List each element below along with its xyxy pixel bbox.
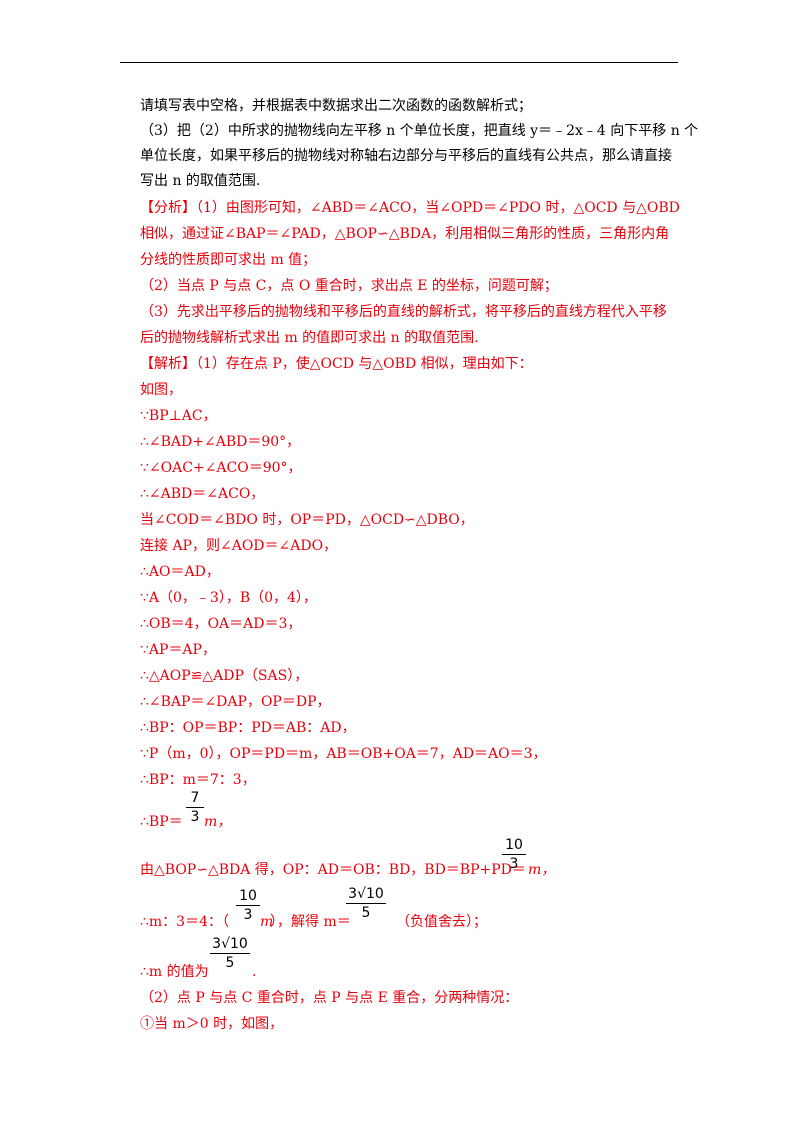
solution-line-17: ∴BP：m＝7：3， <box>140 772 256 788</box>
fraction-3sqrt10-5-b: 3√10 5 <box>210 936 250 971</box>
fraction-bar <box>186 807 204 808</box>
solution-line-12: ∵AP＝AP， <box>140 642 216 658</box>
m-suffix: m， <box>528 862 556 878</box>
fraction-denominator: 5 <box>361 905 371 921</box>
fraction-numerator: 3√10 <box>348 886 384 902</box>
fraction-7-3: 7 3 <box>186 790 204 825</box>
solution-bd-prefix: 由△BOP∽△BDA 得，OP：AD＝OB：BD，BD＝BP+PD＝ <box>140 862 526 878</box>
solution-line-2: 如图， <box>140 382 182 398</box>
solution-line-14: ∴∠BAP＝∠DAP，OP＝DP， <box>140 694 331 710</box>
solution-m-value-prefix: ∴m 的值为 <box>140 964 209 980</box>
fraction-numerator: 7 <box>190 790 200 806</box>
fraction-denominator: 5 <box>225 955 235 971</box>
fraction-denominator: 3 <box>243 907 253 923</box>
fraction-numerator: 10 <box>505 837 523 853</box>
m-suffix: m <box>260 914 274 930</box>
solution-line-6: ∴∠ABD＝∠ACO， <box>140 486 265 502</box>
fraction-numerator: 3√10 <box>212 936 248 952</box>
solution-ratio-suffix: （负值舍去）； <box>396 914 487 930</box>
solution-part2-line-1: （2）点 P 与点 C 重合时，点 P 与点 E 重合，分两种情况： <box>140 990 519 1006</box>
solution-line-7: 当∠COD＝∠BDO 时，OP＝PD，△OCD∽△DBO， <box>140 512 474 528</box>
solution-line-13: ∴△AOP≌△ADP（SAS）， <box>140 668 309 684</box>
analysis-line-5: （3）先求出平移后的抛物线和平移后的直线的解析式，将平移后的直线方程代入平移 <box>140 304 667 320</box>
fraction-bar <box>346 903 386 904</box>
solution-line-16: ∵P（m，0），OP＝PD＝m，AB＝OB+OA＝7，AD＝AO＝3， <box>140 746 547 762</box>
fraction-10-3-b: 10 3 <box>236 888 260 923</box>
solution-part2-line-2: ①当 m＞0 时，如图， <box>140 1016 284 1032</box>
solution-line-4: ∴∠BAD+∠ABD＝90°， <box>140 434 301 450</box>
solution-line-8: 连接 AP，则∠AOD＝∠ADO， <box>140 538 338 554</box>
question-line-1: 请填写表中空格，并根据表中数据求出二次函数的函数解析式； <box>140 98 532 114</box>
analysis-line-2: 相似，通过证∠BAP＝∠PAD，△BOP∽△BDA，利用相似三角形的性质，三角形… <box>140 226 670 242</box>
header-rule <box>120 62 678 63</box>
analysis-line-1: 【分析】（1）由图形可知，∠ABD＝∠ACO，当∠OPD＝∠PDO 时，△OCD… <box>140 200 680 216</box>
fraction-3sqrt10-5-a: 3√10 5 <box>346 886 386 921</box>
question-line-4: 写出 n 的取值范围. <box>140 173 261 189</box>
solution-line-5: ∵∠OAC+∠ACO＝90°， <box>140 460 302 476</box>
fraction-bar <box>502 854 526 855</box>
m-suffix: m， <box>204 814 232 830</box>
solution-line-9: ∴AO＝AD， <box>140 564 220 580</box>
analysis-line-6: 后的抛物线解析式求出 m 的值即可求出 n 的取值范围. <box>140 330 479 346</box>
solution-line-11: ∴OB＝4，OA＝AD＝3， <box>140 616 302 632</box>
fraction-10-3-a: 10 3 <box>502 837 526 872</box>
question-line-2: （3）把（2）中所求的抛物线向左平移 n 个单位长度，把直线 y＝﹣2x﹣4 向… <box>140 123 699 139</box>
fraction-denominator: 3 <box>509 856 519 872</box>
analysis-line-4: （2）当点 P 与点 C，点 O 重合时，求出点 E 的坐标，问题可解； <box>140 278 558 294</box>
solution-line-1: 【解析】（1）存在点 P，使△OCD 与△OBD 相似，理由如下： <box>140 356 533 372</box>
solution-line-15: ∴BP：OP＝BP：PD＝AB：AD， <box>140 720 356 736</box>
analysis-line-3: 分线的性质即可求出 m 值； <box>140 252 317 268</box>
question-line-3: 单位长度，如果平移后的抛物线对称轴右边部分与平移后的直线有公共点，那么请直接 <box>140 148 672 164</box>
fraction-bar <box>210 953 250 954</box>
fraction-bar <box>236 905 260 906</box>
fraction-denominator: 3 <box>190 809 200 825</box>
solution-ratio-prefix: ∴m：3＝4：（ <box>140 914 229 930</box>
solution-line-10: ∵A（0，﹣3），B（0，4）， <box>140 590 317 606</box>
solution-m-value-period: . <box>252 964 257 980</box>
solution-bp-prefix: ∴BP＝ <box>140 814 183 830</box>
solution-line-3: ∵BP⊥AC， <box>140 408 217 424</box>
solution-ratio-middle: ），解得 m＝ <box>270 914 351 930</box>
fraction-numerator: 10 <box>239 888 257 904</box>
